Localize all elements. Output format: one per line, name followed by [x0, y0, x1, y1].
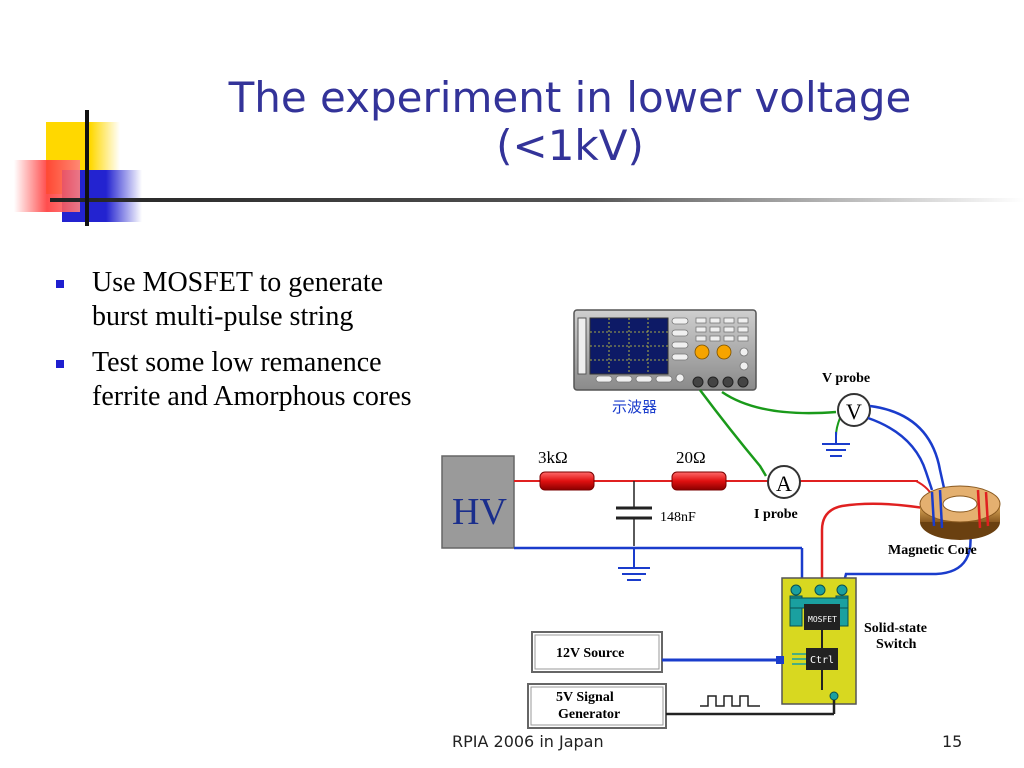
i-probe-label: I probe [754, 507, 798, 522]
ground-symbol [822, 432, 850, 457]
circuit-diagram: 示波器 V probe V HV 3kΩ 20Ω 148nF A I probe [441, 309, 1001, 729]
oscilloscope-label: 示波器 [612, 398, 657, 416]
v-probe-label: V probe [822, 371, 870, 386]
mosfet-chip [804, 604, 840, 630]
bullet-list: Use MOSFET to generate burst multi-pulse… [52, 266, 412, 426]
i-probe-symbol: A [776, 471, 792, 496]
signal-generator-box [527, 683, 667, 729]
bullet-square-icon [56, 280, 64, 288]
resistor-3k [539, 471, 595, 491]
switch-label-line1: Solid-state [864, 621, 927, 636]
resistor-20 [671, 471, 727, 491]
magnetic-core [919, 485, 1001, 540]
hv-source-box [441, 455, 515, 549]
ctrl-chip-label: Ctrl [810, 655, 834, 666]
title-line-1: The experiment in lower voltage [228, 73, 912, 122]
12v-source-label: 12V Source [556, 646, 624, 661]
magnetic-core-label: Magnetic Core [888, 543, 977, 558]
ground-symbol [618, 567, 650, 581]
bullet-text: Test some low remanence ferrite and Amor… [92, 347, 412, 412]
oscilloscope [573, 309, 757, 391]
switch-label-line2: Switch [876, 637, 917, 652]
bullet-text: Use MOSFET to generate burst multi-pulse… [92, 267, 384, 332]
pulse-train-icon [700, 695, 760, 707]
slide-title: The experiment in lower voltage (<1kV) [140, 74, 1000, 170]
v-probe-symbol: V [846, 399, 862, 424]
resistor-20-label: 20Ω [676, 448, 706, 467]
signal-generator-line1: 5V Signal [556, 690, 614, 705]
12v-source-box [531, 631, 663, 673]
v-probe-icon [837, 393, 871, 427]
red-square [14, 160, 80, 212]
footer-text: RPIA 2006 in Japan [452, 732, 604, 751]
capacitor-label: 148nF [660, 510, 696, 525]
bullet-square-icon [56, 360, 64, 368]
bullet-item: Test some low remanence ferrite and Amor… [52, 346, 412, 414]
i-probe-icon [767, 465, 801, 499]
hv-label: HV [452, 491, 507, 533]
solid-state-switch: MOSFET Ctrl [781, 577, 857, 705]
page-number: 15 [942, 732, 963, 751]
mosfet-chip-label: MOSFET [808, 615, 837, 624]
signal-generator-line2: Generator [558, 707, 620, 722]
title-line-2: (<1kV) [496, 121, 644, 170]
title-rule [50, 198, 1024, 202]
ctrl-chip [806, 648, 838, 670]
resistor-3k-label: 3kΩ [538, 448, 568, 467]
bullet-item: Use MOSFET to generate burst multi-pulse… [52, 266, 412, 334]
vertical-rule [85, 110, 89, 226]
title-decoration [14, 110, 1024, 226]
